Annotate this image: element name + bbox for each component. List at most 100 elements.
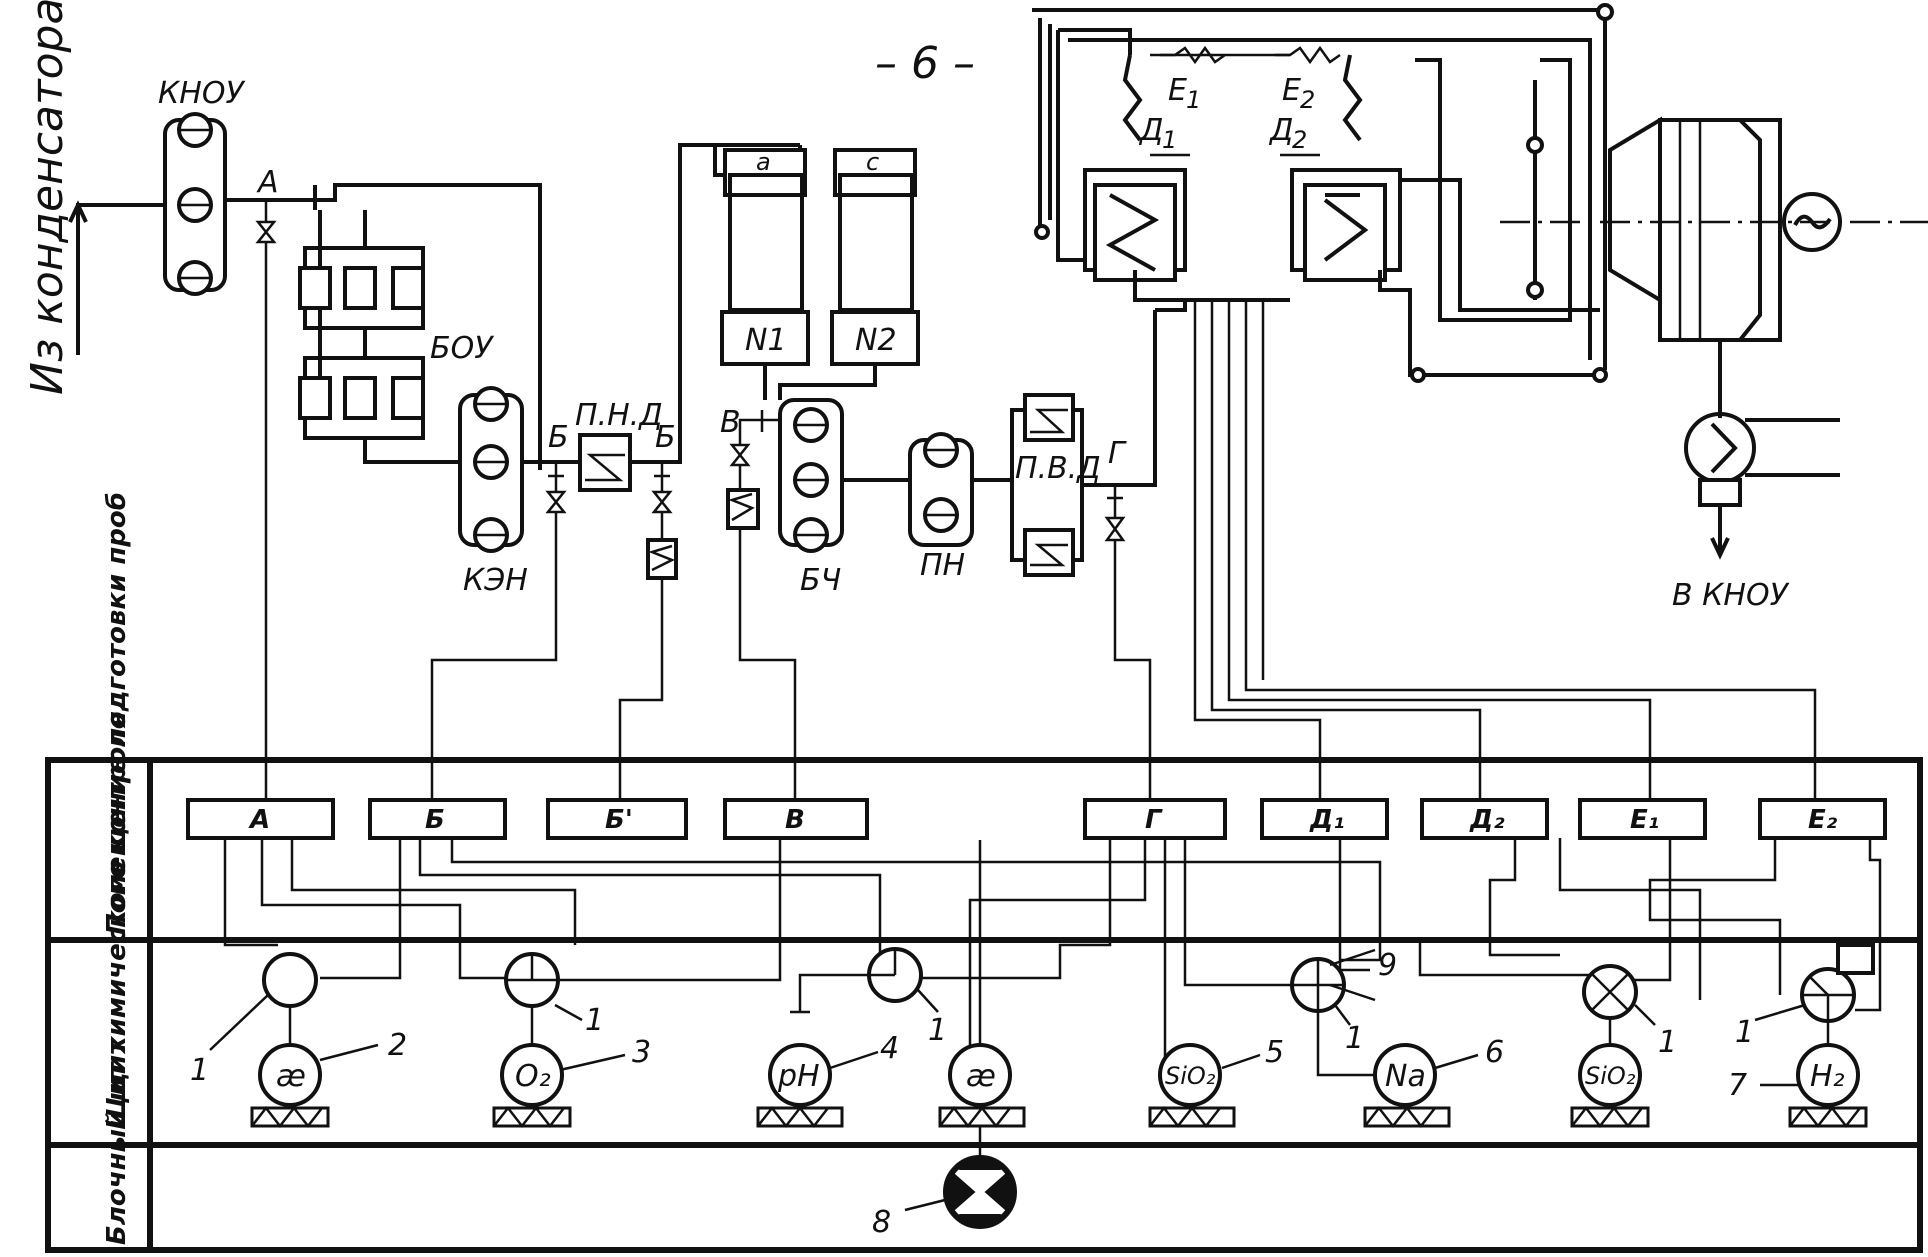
condenser: В КНОУ [1672,340,1840,613]
from-condenser-label: Из конденсатора [22,0,73,395]
prep-box-e2: Е₂ [1758,798,1887,840]
control-table [45,757,1923,1253]
point-v-label: В [720,405,741,440]
svg-text:Д₂: Д₂ [1469,805,1505,835]
svg-text:1: 1 [1658,1025,1677,1060]
svg-text:pH: pH [777,1059,820,1094]
point-b1-label: Б' [655,420,684,455]
point-d2-sub: 2 [1292,126,1307,154]
valve-b1 [646,462,678,580]
generator-icon [1782,192,1842,252]
prep-box-e1: Е₁ [1578,798,1707,840]
to-knou-label: В КНОУ [1672,578,1790,613]
svg-text:2: 2 [388,1028,407,1063]
prep-box-v: В [723,798,869,840]
instrument-hydrogen: H₂ [1788,1021,1868,1129]
boy-filters: БОУ [298,185,494,464]
boy-label: БОУ [430,331,494,366]
svg-text:SiO₂: SiO₂ [1165,1062,1216,1090]
pvd-heaters: П.В.Д [1010,393,1101,577]
knou-label: КНОУ [158,76,245,111]
valve-b [545,462,567,514]
condensate-inlet: Из конденсатора [22,0,165,395]
point-b-label: Б [548,420,569,455]
svg-text:Б: Б [425,805,445,835]
svg-text:Д₁: Д₁ [1309,805,1345,835]
svg-text:æ: æ [276,1059,306,1094]
pnd-heater: П.Н.Д [575,398,663,492]
bch-label: БЧ [800,563,841,598]
pvd-label: П.В.Д [1015,451,1101,486]
instrument-sodium: Na [1316,1011,1451,1129]
svg-text:4: 4 [880,1031,899,1066]
instrument-silica-1: SiO₂ [1148,1043,1236,1129]
prep-wiring [223,838,1882,1065]
n2-label: N2 [855,323,897,358]
pn-pumps: ПН [908,432,974,583]
kzn-pumps: КЭН [458,386,528,598]
row-label-prep: Помещение подготовки проб [102,492,132,935]
boiler-block: Е 1 Е 2 Д 1 Д 2 [1032,3,1614,383]
prep-box-d2: Д₂ [1420,798,1549,840]
point-d2-label: Д [1268,113,1293,148]
svg-text:В: В [785,805,805,835]
svg-text:3: 3 [632,1035,651,1070]
instrument-ph: pH [756,973,869,1129]
pnd-label: П.Н.Д [575,398,663,433]
point-e2-sub: 2 [1300,86,1315,114]
instrument-silica-2: SiO₂ [1570,1018,1650,1129]
tank-a-label: а [756,148,771,176]
point-d1-label: Д [1138,113,1163,148]
prep-box-d1: Д₁ [1260,798,1389,840]
row-label-chem: Щит химического контроля [102,711,132,1130]
point-a-label: А [256,165,279,200]
svg-text:1: 1 [190,1053,209,1088]
svg-text:5: 5 [1265,1035,1284,1070]
turbine [1500,116,1928,342]
svg-text:Е₂: Е₂ [1808,805,1838,835]
svg-text:Na: Na [1385,1059,1426,1094]
callouts: 1 2 1 3 1 4 5 6 1 9 1 1 7 8 [190,948,1806,1240]
filters-n1-n2: а с N1 N2 [680,143,920,400]
point-e1-sub: 1 [1186,86,1201,114]
svg-text:6: 6 [1485,1035,1504,1070]
svg-text:Е₁: Е₁ [1630,805,1659,835]
pn-label: ПН [920,548,965,583]
instrument-oxygen: O₂ [492,1006,572,1129]
point-e2-label: Е [1282,73,1301,108]
svg-text:O₂: O₂ [515,1059,551,1094]
selector-switch [262,943,1875,1023]
svg-text:8: 8 [872,1205,891,1240]
instrument-conductivity-1: æ [250,1006,330,1129]
n1-label: N1 [745,323,787,358]
instrument-conductivity-2: æ [938,840,1026,1129]
point-e1-label: Е [1168,73,1187,108]
kzn-label: КЭН [463,563,528,598]
svg-text:Б': Б' [605,805,633,835]
svg-text:1: 1 [585,1003,604,1038]
prep-box-b: Б [368,798,507,840]
svg-text:1: 1 [1735,1015,1754,1050]
svg-text:Г: Г [1145,805,1163,835]
svg-text:1: 1 [1345,1021,1364,1056]
point-d1-sub: 1 [1162,126,1177,154]
svg-text:1: 1 [928,1013,947,1048]
prep-box-b1: Б' [546,798,688,840]
dash-six-label: – 6 – [875,38,975,89]
row-label-block: Блочный щит [102,1038,132,1245]
svg-text:7: 7 [1728,1068,1747,1103]
prep-box-g: Г [1083,798,1227,840]
valve-v [726,443,760,530]
prep-box-a: А [186,798,335,840]
svg-text:А: А [248,805,270,835]
alarm-indicator-icon [943,1126,1017,1229]
tank-c-label: с [866,148,879,176]
svg-text:9: 9 [1378,948,1397,983]
valve-a [255,200,277,244]
valve-g [1104,485,1126,542]
svg-text:H₂: H₂ [1810,1059,1845,1094]
point-g-label: Г [1108,436,1127,471]
svg-text:æ: æ [966,1059,996,1094]
bch-pumps: БЧ [778,398,844,598]
